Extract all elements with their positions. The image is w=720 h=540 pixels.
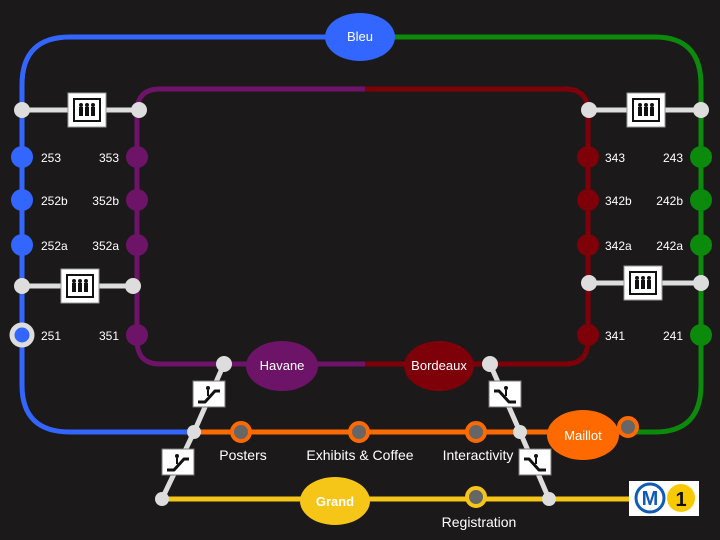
room-label-243: 243 bbox=[663, 151, 683, 165]
area-label-exhibits: Exhibits & Coffee bbox=[306, 447, 413, 463]
metro-m-letter: M bbox=[642, 488, 659, 510]
station-exhibits[interactable] bbox=[348, 421, 370, 443]
station-registration[interactable] bbox=[465, 486, 487, 508]
connector-nodes bbox=[14, 102, 709, 506]
elevators bbox=[60, 92, 666, 304]
node bbox=[14, 278, 30, 294]
area-label-registration: Registration bbox=[442, 514, 517, 530]
room-label-242b: 242b bbox=[656, 194, 683, 208]
elevator-icon[interactable] bbox=[60, 268, 100, 304]
metro-m-circle bbox=[634, 482, 666, 514]
node bbox=[693, 275, 709, 291]
area-label-posters: Posters bbox=[219, 447, 266, 463]
station-posters[interactable] bbox=[230, 421, 252, 443]
room-label-341: 341 bbox=[605, 329, 625, 343]
node bbox=[581, 275, 597, 291]
room-label-252b: 252b bbox=[41, 194, 68, 208]
room-label-242a: 242a bbox=[656, 239, 683, 253]
hall-maillot-label: Maillot bbox=[564, 428, 602, 443]
hall-havane-label: Havane bbox=[260, 358, 305, 373]
station-352a[interactable] bbox=[126, 234, 148, 256]
station-242a[interactable] bbox=[690, 234, 712, 256]
metro-logo-icon[interactable]: M 1 bbox=[629, 481, 699, 516]
stations bbox=[9, 146, 712, 508]
station-241[interactable] bbox=[690, 324, 712, 346]
hall-bleu[interactable]: Bleu bbox=[325, 13, 395, 61]
station-342b[interactable] bbox=[577, 189, 599, 211]
room-label-353: 353 bbox=[99, 151, 119, 165]
room-label-351: 351 bbox=[99, 329, 119, 343]
station-252b[interactable] bbox=[11, 189, 33, 211]
room-labels: 253 252b 252a 251 353 352b 352a 351 343 … bbox=[41, 151, 683, 343]
station-343[interactable] bbox=[577, 146, 599, 168]
area-labels: Posters Exhibits & Coffee Interactivity … bbox=[219, 447, 516, 530]
station-341[interactable] bbox=[577, 324, 599, 346]
node bbox=[131, 102, 147, 118]
room-label-253: 253 bbox=[41, 151, 61, 165]
node bbox=[14, 102, 30, 118]
node bbox=[482, 356, 498, 372]
station-243[interactable] bbox=[690, 146, 712, 168]
station-252a[interactable] bbox=[11, 234, 33, 256]
hall-grand-label: Grand bbox=[316, 494, 354, 509]
station-353[interactable] bbox=[126, 146, 148, 168]
room-label-343: 343 bbox=[605, 151, 625, 165]
lines bbox=[19, 34, 704, 502]
metro-line-circle bbox=[667, 484, 695, 512]
node bbox=[513, 425, 527, 439]
hall-bleu-label: Bleu bbox=[347, 29, 373, 44]
station-interactivity[interactable] bbox=[465, 421, 487, 443]
red-line bbox=[365, 86, 591, 367]
escalator-icon[interactable] bbox=[191, 379, 227, 409]
node bbox=[542, 492, 556, 506]
room-label-342a: 342a bbox=[605, 239, 632, 253]
node bbox=[155, 492, 169, 506]
node bbox=[216, 356, 232, 372]
station-maillot-exit[interactable] bbox=[617, 416, 639, 438]
hall-havane[interactable]: Havane bbox=[246, 341, 318, 391]
room-label-342b: 342b bbox=[605, 194, 632, 208]
station-251[interactable] bbox=[9, 322, 35, 348]
escalator-icon[interactable] bbox=[160, 447, 196, 477]
elevator-icon[interactable] bbox=[67, 92, 107, 128]
hall-maillot[interactable]: Maillot bbox=[547, 410, 619, 460]
metro-line-number: 1 bbox=[675, 489, 686, 511]
area-label-interactivity: Interactivity bbox=[443, 447, 514, 463]
station-253[interactable] bbox=[11, 146, 33, 168]
hall-bordeaux[interactable]: Bordeaux bbox=[404, 341, 474, 391]
node bbox=[581, 102, 597, 118]
escalator-icon[interactable] bbox=[487, 379, 523, 409]
elevator-icon[interactable] bbox=[623, 265, 663, 301]
node bbox=[187, 425, 201, 439]
node bbox=[125, 278, 141, 294]
halls: Bleu Havane Bordeaux Maillot Grand bbox=[246, 13, 619, 525]
station-352b[interactable] bbox=[126, 189, 148, 211]
room-label-352b: 352b bbox=[92, 194, 119, 208]
room-label-252a: 252a bbox=[41, 239, 68, 253]
hall-bordeaux-label: Bordeaux bbox=[411, 358, 467, 373]
hall-grand[interactable]: Grand bbox=[300, 477, 370, 525]
station-342a[interactable] bbox=[577, 234, 599, 256]
station-242b[interactable] bbox=[690, 189, 712, 211]
room-label-251: 251 bbox=[41, 329, 61, 343]
room-label-352a: 352a bbox=[92, 239, 119, 253]
node bbox=[693, 102, 709, 118]
purple-line bbox=[134, 86, 365, 367]
room-label-241: 241 bbox=[663, 329, 683, 343]
escalator-icon[interactable] bbox=[517, 447, 553, 477]
elevator-icon[interactable] bbox=[626, 92, 666, 128]
station-351[interactable] bbox=[126, 324, 148, 346]
